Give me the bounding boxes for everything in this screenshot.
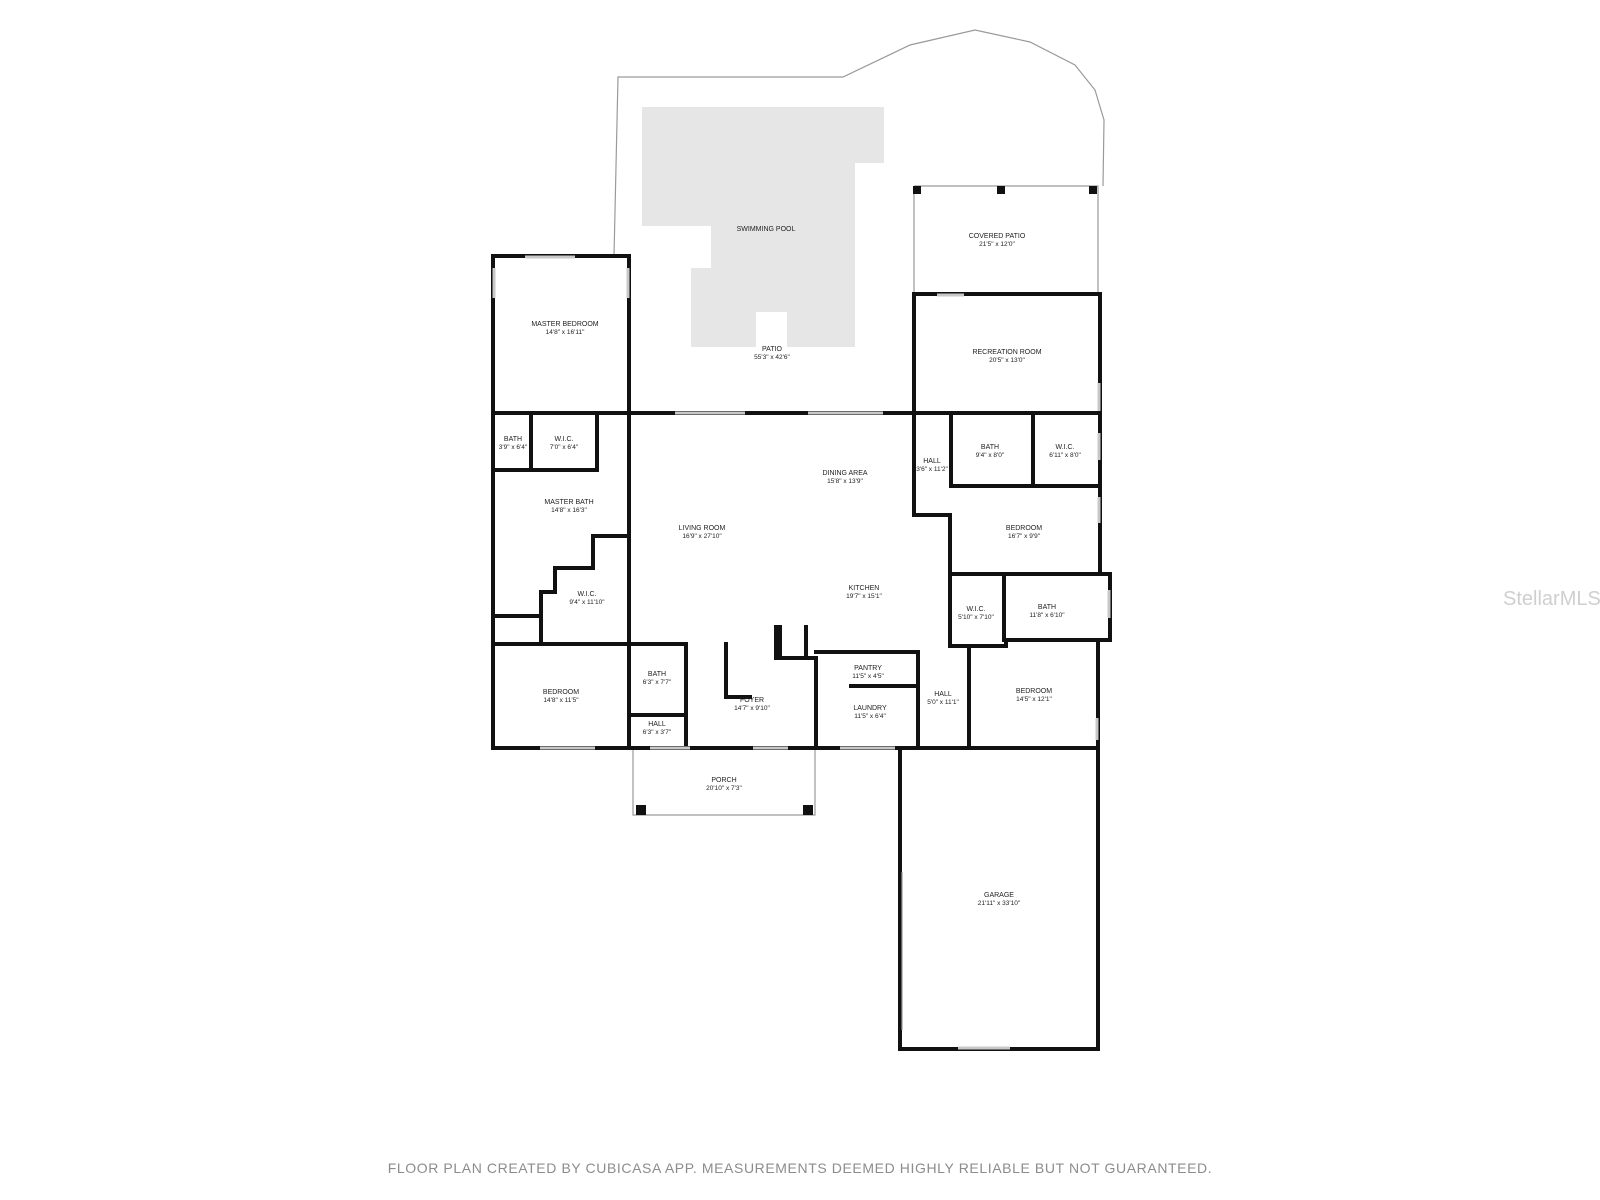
room-size: 55'3" x 42'6"	[754, 354, 790, 361]
swimming-pool-shape	[642, 107, 884, 347]
room-name: SWIMMING POOL	[737, 226, 796, 233]
room-name: PANTRY	[854, 665, 882, 672]
room-name: BATH	[981, 444, 999, 451]
wall-foyer	[724, 625, 818, 750]
room-name: FOYER	[740, 697, 764, 704]
room-size: 9'4" x 11'10"	[569, 599, 605, 606]
room-name: LAUNDRY	[853, 705, 887, 712]
room-name: HALL	[934, 691, 952, 698]
room-name: MASTER BATH	[544, 499, 593, 506]
room-size: 14'8" x 16'11"	[546, 329, 585, 336]
wall-master-wic	[491, 534, 631, 646]
wall-garage	[898, 746, 1100, 1051]
wall-master-bath	[491, 411, 631, 750]
room-name: HALL	[648, 721, 666, 728]
room-size: 6'3" x 7'7"	[643, 679, 672, 686]
room-size: 5'10" x 7'10"	[958, 614, 994, 621]
room-name: PATIO	[762, 346, 783, 353]
wall-hall-east	[916, 650, 971, 750]
room-size: 15'8" x 13'9"	[827, 478, 863, 485]
room-name: DINING AREA	[822, 470, 867, 477]
room-name: GARAGE	[984, 892, 1014, 899]
room-name: BATH	[648, 671, 666, 678]
room-size: 14'5" x 12'1"	[1016, 696, 1052, 703]
room-size: 14'8" x 16'3"	[551, 507, 587, 514]
room-name: BATH	[504, 436, 522, 443]
room-name: BEDROOM	[543, 689, 579, 696]
room-size: 11'5" x 6'4"	[854, 713, 886, 720]
stellarmls-watermark: StellarMLS	[1503, 588, 1600, 610]
room-name: HALL	[923, 458, 941, 465]
patio-column	[913, 186, 921, 194]
room-size: 6'11" x 8'0"	[1049, 452, 1081, 459]
porch-outline	[632, 750, 816, 816]
room-size: 20'5" x 13'0"	[989, 357, 1025, 364]
patio-boundary	[613, 29, 1105, 257]
room-size: 9'4" x 8'0"	[976, 452, 1005, 459]
room-name: BATH	[1038, 604, 1056, 611]
room-name: W.I.C.	[1055, 444, 1074, 451]
patio-column	[1089, 186, 1097, 194]
room-name: W.I.C.	[554, 436, 573, 443]
covered-patio-outline	[913, 185, 1099, 294]
room-size: 16'7" x 9'9"	[1008, 533, 1041, 540]
room-size: 11'5" x 4'5"	[852, 673, 884, 680]
wall-front-bath	[627, 642, 688, 750]
room-name: RECREATION ROOM	[972, 349, 1041, 356]
room-name: W.I.C.	[966, 606, 985, 613]
room-size: 16'9" x 27'10"	[682, 533, 722, 540]
room-size: 19'7" x 15'1"	[846, 593, 882, 600]
room-size: 5'0" x 11'1"	[927, 699, 959, 706]
porch-column	[636, 805, 646, 815]
wall-west-bedroom	[491, 642, 917, 750]
room-name: BEDROOM	[1006, 525, 1042, 532]
floor-plan-disclaimer: FLOOR PLAN CREATED BY CUBICASA APP. MEAS…	[387, 1160, 1213, 1176]
room-size: 21'11" x 33'10"	[978, 900, 1021, 907]
porch-column	[803, 805, 813, 815]
room-size: 21'5" x 12'0"	[979, 241, 1015, 248]
room-size: 14'8" x 11'5"	[543, 697, 579, 704]
room-name: BEDROOM	[1016, 688, 1052, 695]
room-size: 7'0" x 6'4"	[550, 444, 579, 451]
patio-column	[997, 186, 1005, 194]
room-labels: SWIMMING POOL COVERED PATIO 21'5" x 12'0…	[499, 226, 1082, 907]
room-name: COVERED PATIO	[969, 233, 1026, 240]
room-name: LIVING ROOM	[679, 525, 726, 532]
room-size: 3'6" x 11'2"	[916, 466, 948, 473]
room-name: W.I.C.	[577, 591, 596, 598]
room-size: 11'8" x 6'10"	[1029, 612, 1065, 619]
room-size: 3'9" x 6'4"	[499, 444, 528, 451]
room-name: PORCH	[711, 777, 736, 784]
room-size: 20'10" x 7'3"	[706, 785, 742, 792]
room-name: MASTER BEDROOM	[531, 321, 598, 328]
room-size: 14'7" x 9'10"	[734, 705, 770, 712]
room-name: KITCHEN	[849, 585, 880, 592]
room-size: 6'3" x 3'7"	[643, 729, 672, 736]
